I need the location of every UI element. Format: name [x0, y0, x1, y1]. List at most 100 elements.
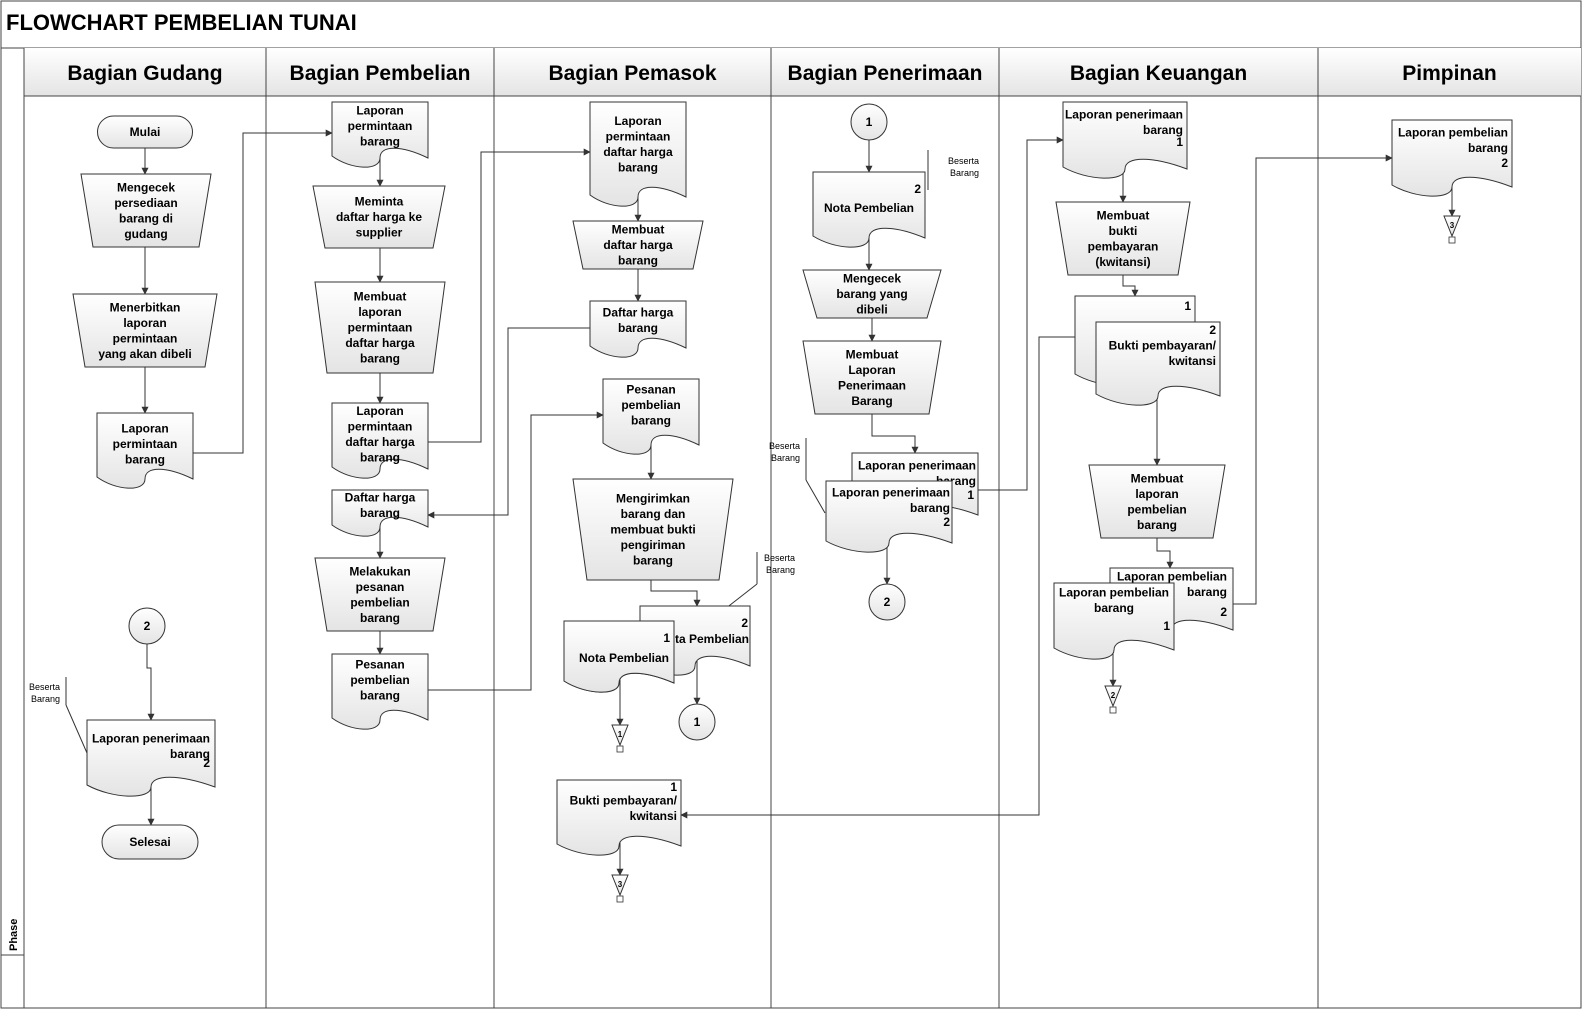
phase-label: Phase [8, 919, 20, 951]
node-text: 1 [694, 715, 701, 729]
flow-line [427, 327, 590, 519]
lane-header-6: Pimpinan [1402, 62, 1497, 85]
archive-number: 2 [1111, 691, 1116, 700]
copy-number: 1 [1163, 619, 1170, 633]
copy-number: 2 [914, 182, 921, 196]
archive-triangle: 2 [1104, 685, 1122, 714]
node-text: Mulai [130, 125, 161, 139]
terminator-shape: Mulai [97, 115, 193, 149]
nota-text: Nota Pembelian [659, 632, 749, 646]
lane-header-4: Bagian Penerimaan [788, 62, 983, 85]
node-text: Nota Pembelian [824, 201, 914, 215]
node-text: Selesai [129, 835, 170, 849]
node-text: 1 [866, 115, 873, 129]
copy-number: 2 [1209, 323, 1216, 337]
copy-number: 1 [1176, 135, 1183, 149]
lane-header-3: Bagian Pemasok [548, 62, 716, 85]
archive-number: 1 [618, 730, 623, 739]
archive-triangle: 3 [1443, 215, 1461, 244]
terminator-shape: Selesai [101, 824, 199, 860]
node-text: 2 [144, 619, 151, 633]
connector-circle: 2 [128, 607, 166, 645]
copy-number: 1 [1184, 299, 1191, 313]
connector-circle: 1 [850, 103, 888, 141]
flow-line [428, 148, 591, 443]
copy-number: 2 [1220, 605, 1227, 619]
copy-number: 2 [943, 515, 950, 529]
flow-line [871, 414, 919, 454]
copy-number: 2 [203, 756, 210, 770]
connector-circle: 2 [868, 583, 906, 621]
flow-line [1038, 336, 1075, 340]
node-text: Bukti pembayaran/kwitansi [570, 793, 678, 823]
flow-line [680, 340, 1040, 819]
node-text: 2 [884, 595, 891, 609]
flow-line [650, 580, 701, 607]
flow-line [193, 129, 333, 454]
flow-line [146, 644, 155, 721]
flow-line [428, 411, 604, 691]
copy-number: 2 [1501, 156, 1508, 170]
flow-line [978, 136, 1064, 491]
copy-number: 1 [967, 488, 974, 502]
lane-header-5: Bagian Keuangan [1070, 62, 1247, 85]
page-title: FLOWCHART PEMBELIAN TUNAI [6, 10, 357, 35]
copy-number: 1 [670, 780, 677, 794]
flow-line [1122, 275, 1139, 297]
lane-header-1: Bagian Gudang [67, 62, 222, 85]
